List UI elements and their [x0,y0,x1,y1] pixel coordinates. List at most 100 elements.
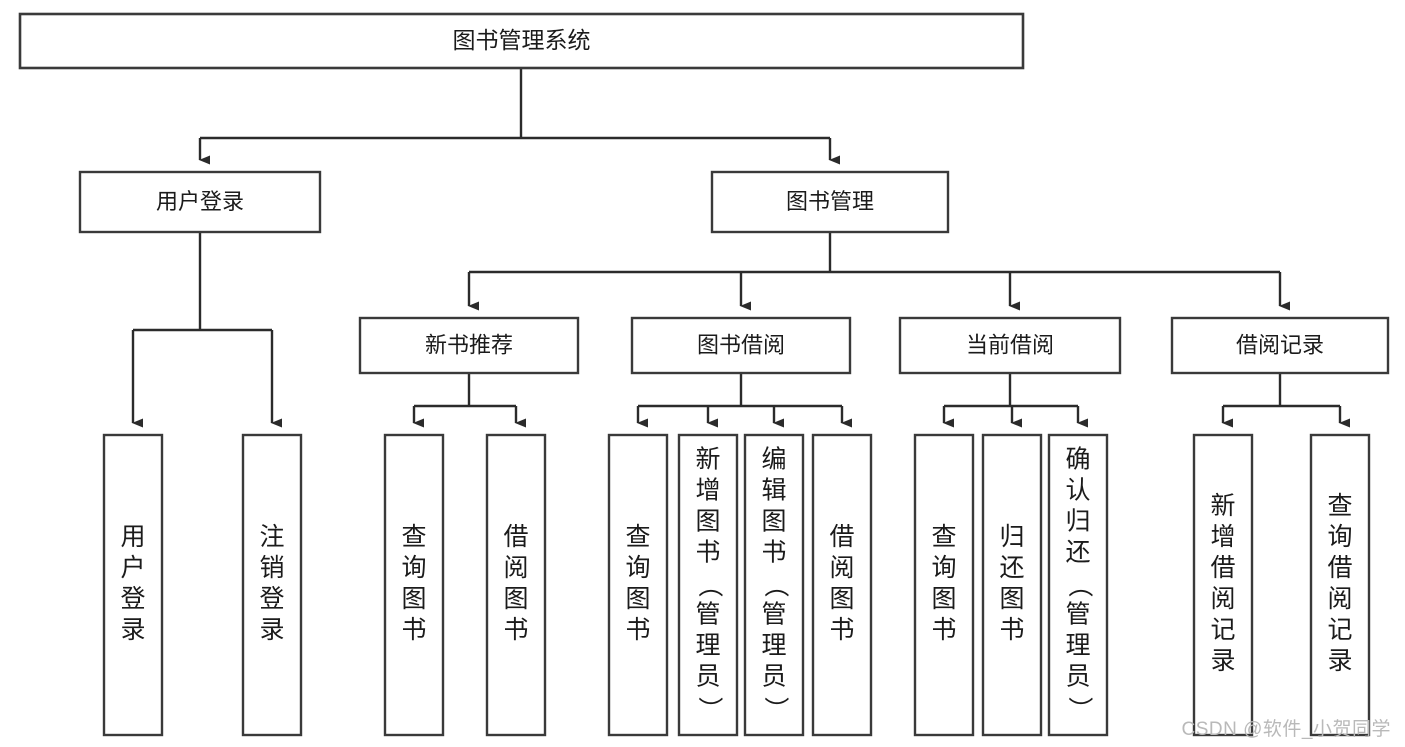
svg-text:员: 员 [1065,663,1090,691]
node-leaf-box-3[interactable] [485,433,547,737]
svg-text:图: 图 [761,508,786,536]
svg-text:管: 管 [695,601,720,629]
svg-text:书: 书 [829,616,854,644]
svg-text:图: 图 [931,585,956,613]
svg-text:确: 确 [1065,446,1090,474]
svg-text:查: 查 [931,523,956,551]
svg-text:查: 查 [625,523,650,551]
svg-text:录: 录 [120,616,145,644]
node-level3-box-3[interactable] [1170,316,1390,375]
svg-text:书: 书 [761,539,786,567]
svg-text:认: 认 [1065,477,1090,505]
svg-text:阅: 阅 [1327,585,1352,613]
svg-text:询: 询 [931,554,956,582]
node-root-box[interactable] [18,12,1025,70]
svg-text:书: 书 [401,616,426,644]
node-leaf-box-11[interactable] [1192,433,1254,737]
svg-text:登: 登 [120,585,145,613]
svg-text:辑: 辑 [761,477,786,505]
svg-text:注: 注 [259,523,284,551]
svg-text:（: （ [695,572,723,597]
node-leaf-box-12[interactable] [1309,433,1371,737]
node-leaf-box-5[interactable] [677,433,739,737]
svg-text:（: （ [761,572,789,597]
svg-text:）: ） [761,696,789,721]
svg-text:书: 书 [503,616,528,644]
node-leaf-box-6[interactable] [743,433,805,737]
node-level2-label-1: 图书管理 [786,189,874,214]
node-level3-label-0: 新书推荐 [425,332,513,357]
svg-text:销: 销 [259,554,284,582]
svg-text:还: 还 [1065,539,1090,567]
svg-text:查: 查 [1327,492,1352,520]
node-level3-box-0[interactable] [358,316,580,375]
node-level2-box-1[interactable] [710,170,950,234]
svg-text:登: 登 [259,585,284,613]
node-level2-label-0: 用户登录 [156,189,244,214]
svg-text:借: 借 [1327,554,1352,582]
svg-text:新: 新 [1210,492,1235,520]
svg-text:书: 书 [931,616,956,644]
svg-text:图: 图 [401,585,426,613]
svg-text:借: 借 [1210,554,1235,582]
svg-text:书: 书 [695,539,720,567]
svg-text:新: 新 [695,446,720,474]
svg-text:书: 书 [999,616,1024,644]
node-leaf-box-1[interactable] [241,433,303,737]
svg-text:理: 理 [1065,632,1090,660]
node-leaf-box-2[interactable] [383,433,445,737]
svg-text:归: 归 [999,523,1024,551]
node-root-label: 图书管理系统 [453,27,591,53]
svg-text:增: 增 [1210,523,1235,551]
svg-text:还: 还 [999,554,1024,582]
svg-text:管: 管 [1065,601,1090,629]
node-level3-label-1: 图书借阅 [697,332,785,357]
svg-text:图: 图 [999,585,1024,613]
node-leaf-box-4[interactable] [607,433,669,737]
node-leaf-box-9[interactable] [981,433,1043,737]
svg-text:管: 管 [761,601,786,629]
svg-text:理: 理 [695,632,720,660]
svg-text:阅: 阅 [829,554,854,582]
svg-text:图: 图 [695,508,720,536]
svg-text:户: 户 [120,554,145,582]
svg-text:记: 记 [1210,616,1235,644]
node-leaf-box-8[interactable] [913,433,975,737]
node-leaf-box-7[interactable] [811,433,873,737]
node-level3-box-2[interactable] [898,316,1122,375]
nodes-layer: 图书管理系统用户登录图书管理新书推荐图书借阅当前借阅借阅记录用户登录注销登录查询… [18,12,1390,737]
node-leaf-label-0: 用户登录 [120,523,145,644]
svg-text:）: ） [695,696,723,721]
svg-text:用: 用 [120,523,145,551]
svg-text:录: 录 [1210,647,1235,675]
svg-text:图: 图 [625,585,650,613]
node-level2-box-0[interactable] [78,170,322,234]
node-level3-label-3: 借阅记录 [1236,332,1324,357]
svg-text:书: 书 [625,616,650,644]
svg-text:查: 查 [401,523,426,551]
svg-text:图: 图 [829,585,854,613]
svg-text:归: 归 [1065,508,1090,536]
svg-text:询: 询 [401,554,426,582]
svg-text:编: 编 [761,446,786,474]
svg-text:（: （ [1065,572,1093,597]
connector-layer [131,68,1350,428]
node-leaf-box-10[interactable] [1047,433,1109,737]
node-leaf-box-0[interactable] [102,433,164,737]
svg-text:询: 询 [1327,523,1352,551]
node-level3-label-2: 当前借阅 [966,332,1054,357]
node-level3-box-1[interactable] [630,316,852,375]
svg-text:询: 询 [625,554,650,582]
svg-text:）: ） [1065,696,1093,721]
